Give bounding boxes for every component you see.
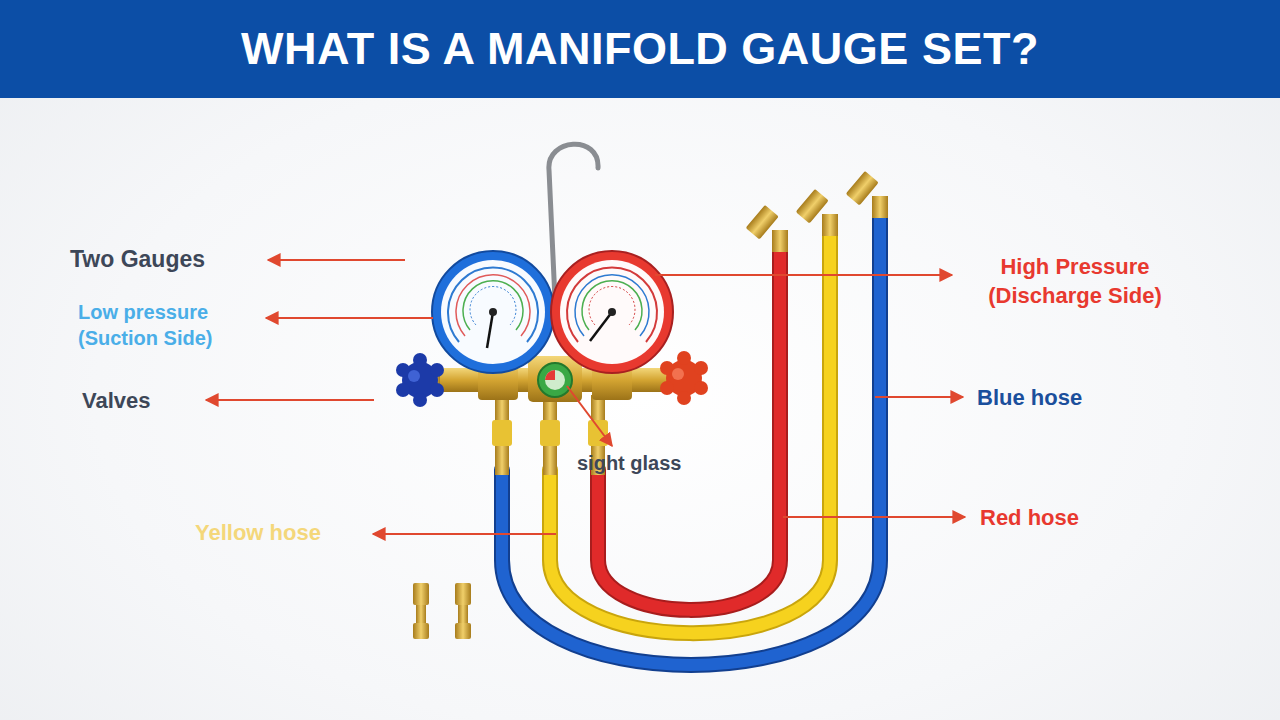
fitting-nut: [796, 189, 829, 224]
part-label: Blue hose: [977, 383, 1177, 412]
low-side-valve-knob: [396, 353, 444, 407]
knob-lobe: [677, 391, 691, 405]
leader-line: [783, 516, 965, 518]
part-label: Valves: [82, 386, 202, 415]
gauge-scale: [456, 275, 530, 336]
knob-shine: [408, 370, 420, 382]
spare-fitting: [455, 623, 471, 639]
spare-fitting: [413, 623, 429, 639]
spare-fittings: [413, 583, 471, 639]
gauge-needle: [590, 312, 612, 341]
knob-lobe: [396, 383, 410, 397]
gauge-needle: [487, 312, 493, 348]
gauge-scale: [448, 268, 538, 342]
knob-lobe: [677, 351, 691, 365]
knob-lobe: [660, 361, 674, 375]
spare-fitting: [455, 583, 471, 605]
part-label: Red hose: [980, 503, 1180, 532]
knob-lobe: [694, 381, 708, 395]
leader-line: [655, 274, 952, 276]
title-text: WHAT IS A MANIFOLD GAUGE SET?: [0, 0, 1280, 98]
part-label: sight glass: [577, 450, 737, 476]
sight-glass-window: [545, 370, 565, 390]
knob-shine: [672, 368, 684, 380]
gauge-scale: [463, 281, 523, 330]
part-label: High Pressure (Discharge Side): [948, 252, 1202, 310]
spare-fitting: [413, 583, 429, 605]
port-nut: [492, 420, 512, 446]
gauge-face: [560, 260, 664, 364]
sight-glass: [538, 363, 572, 397]
knob-lobe: [413, 393, 427, 407]
high-side-valve-knob: [660, 351, 708, 405]
gauge-scale: [567, 268, 657, 342]
leader-line: [373, 533, 556, 535]
fitting: [772, 230, 788, 252]
gauge-pivot: [489, 308, 497, 316]
low-pressure-gauge: [432, 251, 554, 373]
leader-line: [266, 317, 433, 319]
gauge-face: [441, 260, 545, 364]
fitting: [872, 196, 888, 218]
gauge-scale: [582, 281, 642, 330]
spare-fitting: [458, 605, 468, 623]
leader-line: [268, 259, 405, 261]
yellow-hose: [550, 222, 830, 633]
manifold-bar: [436, 368, 674, 392]
high-pressure-gauge: [551, 251, 673, 373]
gauge-scale: [575, 275, 649, 336]
gauge-bezel: [551, 251, 673, 373]
port-nut: [588, 420, 608, 446]
knob-lobe: [413, 353, 427, 367]
leader-line: [567, 386, 612, 446]
port-nut: [540, 420, 560, 446]
knob-lobe: [396, 363, 410, 377]
spare-fitting: [416, 605, 426, 623]
gauge-bezel: [432, 251, 554, 373]
part-label: Yellow hose: [195, 518, 395, 547]
hose-end-fittings: [746, 171, 888, 252]
fitting-nut: [746, 205, 779, 240]
fitting-nut: [846, 171, 879, 206]
sight-glass-mark: [545, 370, 555, 380]
gauge-pivot: [608, 308, 616, 316]
leader-line: [206, 399, 374, 401]
yellow-hose-outline: [550, 222, 830, 633]
part-label: Low pressure (Suction Side): [78, 299, 263, 352]
knob-lobe: [430, 363, 444, 377]
fitting: [822, 214, 838, 236]
gauge-scale: [589, 287, 635, 325]
knob-lobe: [694, 361, 708, 375]
leader-lines: [206, 260, 965, 534]
knob-lobe: [660, 381, 674, 395]
part-label: Two Gauges: [70, 244, 270, 274]
leader-line: [875, 396, 963, 398]
knob-lobe: [430, 383, 444, 397]
